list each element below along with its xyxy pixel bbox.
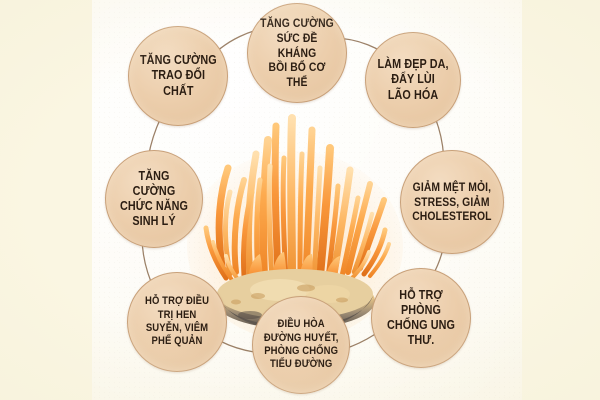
benefit-node-dieu-hoa-duong-huyet[interactable]: ĐIỀU HÒAĐƯỜNG HUYẾT,PHÒNG CHỐNGTIỂU ĐƯỜN… [252, 296, 350, 394]
benefit-node-chuc-nang-sinh-ly[interactable]: TĂNG CƯỜNGCHỨC NĂNGSINH LÝ [105, 150, 203, 248]
benefit-node-lam-dep-da[interactable]: LÀM ĐẸP DA,ĐẨY LÙILÃO HÓA [365, 32, 461, 128]
benefit-label-chuc-nang-sinh-ly: TĂNG CƯỜNGCHỨC NĂNGSINH LÝ [119, 168, 189, 229]
benefit-label-suc-de-khang: TĂNG CƯỜNGSỨC ĐỀ KHÁNGBỒI BỔ CƠ THỂ [260, 16, 334, 89]
benefit-node-suc-de-khang[interactable]: TĂNG CƯỜNGSỨC ĐỀ KHÁNGBỒI BỔ CƠ THỂ [247, 3, 347, 103]
benefit-label-giam-met-moi: GIẢM MỆT MỎI,STRESS, GIẢMCHOLESTEROL [412, 180, 492, 224]
benefit-label-phong-chong-ung-thu: HỖ TRỢ PHÒNGCHỐNG UNGTHƯ. [386, 287, 456, 348]
benefit-label-trao-doi-chat: TĂNG CƯỜNGTRAO ĐỔICHẤT [139, 53, 217, 98]
benefit-node-giam-met-moi[interactable]: GIẢM MỆT MỎI,STRESS, GIẢMCHOLESTEROL [400, 150, 504, 254]
benefit-label-hen-suyen: HỖ TRỢ ĐIỀUTRỊ HENSUYỄN, VIÊMPHẾ QUẢN [144, 295, 210, 348]
benefit-label-dieu-hoa-duong-huyet: ĐIỀU HÒAĐƯỜNG HUYẾT,PHÒNG CHỐNGTIỂU ĐƯỜN… [263, 318, 339, 371]
benefit-node-trao-doi-chat[interactable]: TĂNG CƯỜNGTRAO ĐỔICHẤT [128, 26, 228, 126]
benefit-node-hen-suyen[interactable]: HỖ TRỢ ĐIỀUTRỊ HENSUYỄN, VIÊMPHẾ QUẢN [127, 272, 227, 372]
benefit-node-phong-chong-ung-thu[interactable]: HỖ TRỢ PHÒNGCHỐNG UNGTHƯ. [371, 268, 471, 368]
benefit-label-lam-dep-da: LÀM ĐẸP DA,ĐẨY LÙILÃO HÓA [377, 57, 449, 102]
